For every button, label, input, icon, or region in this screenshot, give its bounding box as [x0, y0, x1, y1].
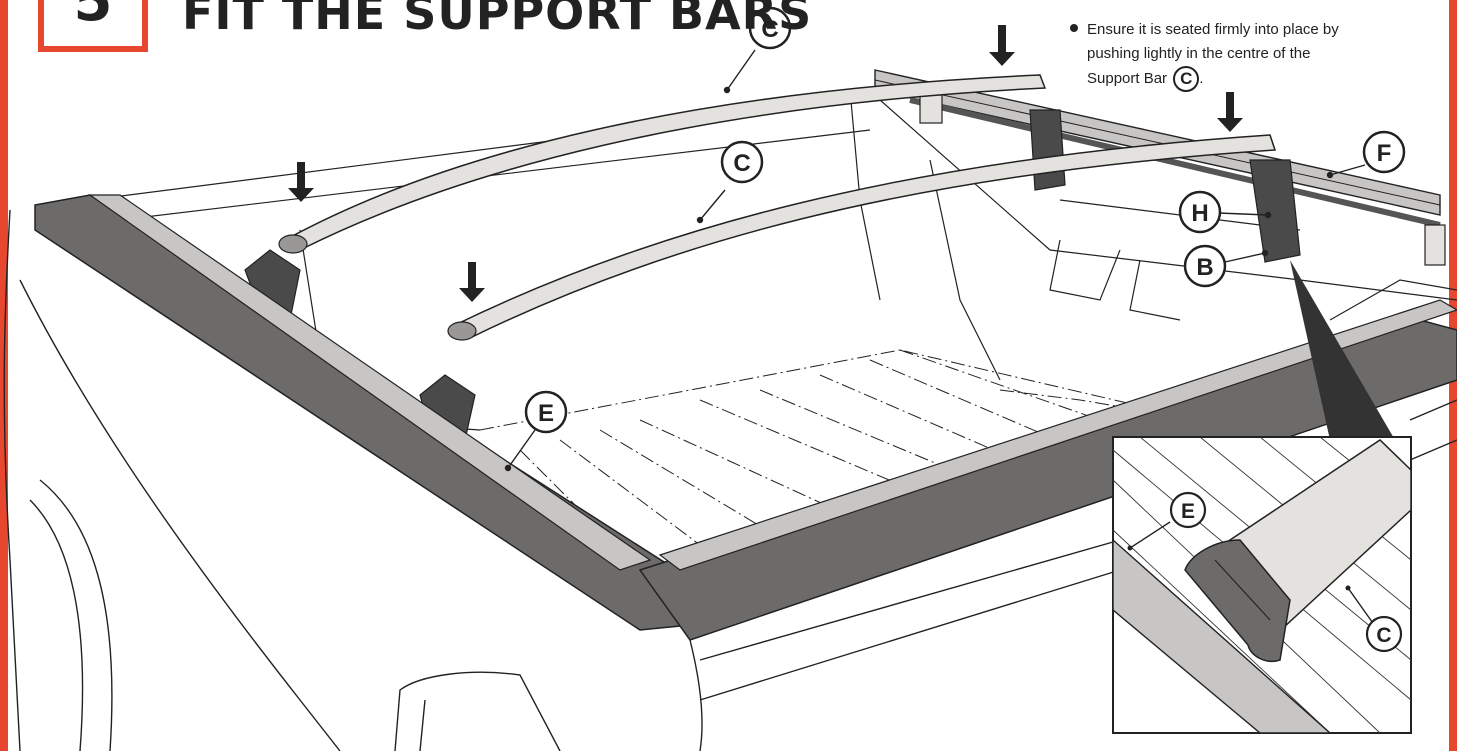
instruction-line-1: Ensure it is seated firmly into place by	[1070, 18, 1410, 42]
step-title: FIT THE SUPPORT BARS	[182, 0, 813, 40]
inset-callout-c: C	[1376, 624, 1391, 647]
callout-f: F	[1377, 140, 1392, 167]
step-number: 5	[73, 0, 113, 34]
rear-rail	[874, 69, 1441, 228]
side-rail-near	[34, 194, 701, 631]
instruction-text-1: Ensure it is seated firmly into place by	[1087, 21, 1339, 38]
leader-lines	[504, 49, 1366, 472]
instructions: Ensure it is seated firmly into place by…	[1070, 18, 1410, 92]
instruction-line-2: pushing lightly in the centre of the	[1087, 45, 1311, 62]
push-arrows	[288, 25, 1243, 302]
bullet-icon	[1070, 24, 1078, 33]
ref-circle-c: C	[1173, 66, 1200, 92]
callout-b: B	[1196, 254, 1213, 281]
callout-c-mid: C	[733, 150, 750, 177]
inset-detail: E C	[1112, 436, 1412, 734]
inset-callout-e: E	[1181, 500, 1195, 523]
callout-h: H	[1191, 200, 1208, 227]
support-bars	[278, 74, 1277, 341]
callout-c-top: C	[761, 16, 778, 43]
tailgate-rail	[638, 299, 1457, 641]
inset-pointer	[1290, 260, 1395, 440]
instruction-text-3: Support Bar	[1087, 69, 1168, 87]
step-number-box: 5	[38, 0, 148, 52]
instruction-period: .	[1199, 69, 1204, 87]
callout-circles	[524, 6, 1406, 434]
instruction-line-3: Support Bar C.	[1070, 66, 1410, 92]
callout-e: E	[538, 400, 554, 427]
truck-body	[3, 209, 1457, 751]
